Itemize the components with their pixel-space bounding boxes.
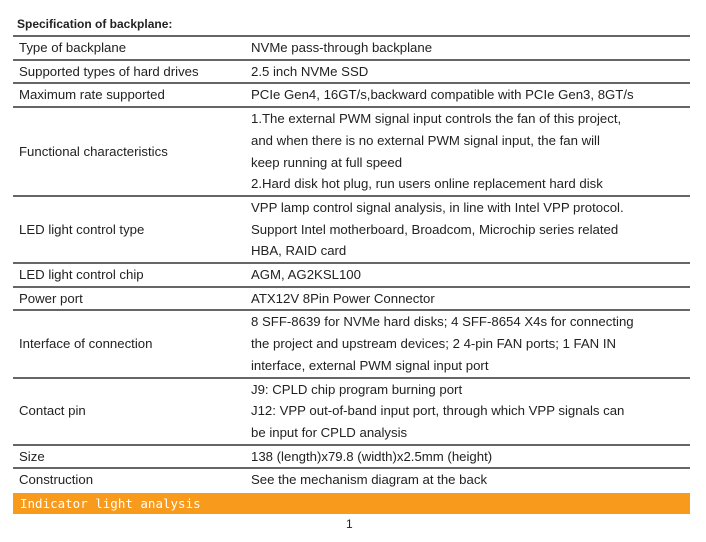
spec-key: Functional characteristics (19, 143, 168, 159)
spec-key: Contact pin (19, 403, 86, 419)
spec-key: Size (19, 448, 45, 464)
spec-key: LED light control type (19, 221, 145, 237)
spec-key: Supported types of hard drives (19, 63, 199, 79)
spec-value: 1.The external PWM signal input controls… (245, 107, 690, 196)
section-heading-indicator-light: Indicator light analysis (13, 493, 690, 514)
table-row: Type of backplane NVMe pass-through backp… (13, 36, 690, 60)
spec-value-line: J9: CPLD chip program burning port (251, 381, 463, 397)
spec-value-line: 1.The external PWM signal input controls… (251, 111, 622, 127)
spec-value-line: AGM, AG2KSL100 (251, 267, 361, 283)
spec-value: NVMe pass-through backplane (245, 36, 690, 60)
table-row: Interface of connection 8 SFF-8639 for NV… (13, 310, 690, 377)
spec-value-line: HBA, RAID card (251, 243, 347, 259)
spec-value: PCIe Gen4, 16GT/s,backward compatible wi… (245, 83, 690, 107)
spec-value-line: J12: VPP out-of-band input port, through… (251, 403, 625, 419)
spec-key: Type of backplane (19, 40, 127, 55)
spec-value-line: interface, external PWM signal input por… (251, 357, 489, 373)
spec-value: See the mechanism diagram at the back (245, 468, 690, 491)
spec-key: Construction (19, 472, 94, 488)
spec-value-line: See the mechanism diagram at the back (251, 472, 488, 488)
spec-value-line: PCIe Gen4, 16GT/s,backward compatible wi… (251, 87, 634, 103)
spec-value: 138 (length)x79.8 (width)x2.5mm (height) (245, 445, 690, 469)
table-row: LED light control type VPP lamp control s… (13, 195, 690, 263)
table-row: Construction See the mechanism diagram at… (13, 468, 690, 491)
table-row: Size 138 (length)x79.8 (width)x2.5mm (hei… (13, 444, 690, 469)
spec-key: Power port (19, 290, 83, 306)
spec-value-line: 2.5 inch NVMe SSD (251, 63, 369, 79)
spec-value: VPP lamp control signal analysis, in lin… (245, 196, 690, 263)
spec-value-line: be input for CPLD analysis (251, 424, 408, 440)
table-row: Power port ATX12V 8Pin Power Connector (13, 286, 690, 311)
table-row: LED light control chip AGM, AG2KSL100 (13, 263, 690, 287)
spec-value-line: Support Intel motherboard, Broadcom, Mic… (251, 221, 619, 237)
spec-key: Interface of connection (19, 336, 153, 352)
spec-value: 8 SFF-8639 for NVMe hard disks; 4 SFF-86… (245, 310, 690, 377)
spec-value-line: VPP lamp control signal analysis, in lin… (251, 199, 624, 215)
spec-value-line: 8 SFF-8639 for NVMe hard disks; 4 SFF-86… (251, 314, 634, 330)
table-row: Functional characteristics 1.The external… (13, 107, 690, 196)
spec-value: ATX12V 8Pin Power Connector (245, 287, 690, 311)
spec-key: Maximum rate supported (19, 87, 165, 103)
spec-value-line: and when there is no external PWM signal… (251, 132, 600, 148)
spec-value-line: NVMe pass-through backplane (251, 40, 433, 55)
table-row: Maximum rate supported PCIe Gen4, 16GT/s,… (13, 83, 690, 107)
page-number: 1 (346, 517, 353, 531)
spec-value-line: the project and upstream devices; 2 4-pi… (251, 336, 617, 352)
spec-value-line: 2.Hard disk hot plug, run users online r… (251, 176, 603, 192)
table-row: Contact pin J9: CPLD chip program burning… (13, 377, 690, 445)
spec-table: Type of backplane NVMe pass-through backp… (13, 35, 690, 491)
table-row: Supported types of hard drives 2.5 inch N… (13, 59, 690, 84)
spec-value: 2.5 inch NVMe SSD (245, 60, 690, 84)
spec-title: Specification of backplane: (17, 17, 173, 31)
spec-value: AGM, AG2KSL100 (245, 263, 690, 287)
spec-value-line: ATX12V 8Pin Power Connector (251, 290, 435, 306)
spec-value-line: keep running at full speed (251, 154, 403, 170)
spec-value-line: 138 (length)x79.8 (width)x2.5mm (height) (251, 448, 493, 464)
spec-key: LED light control chip (19, 267, 144, 283)
